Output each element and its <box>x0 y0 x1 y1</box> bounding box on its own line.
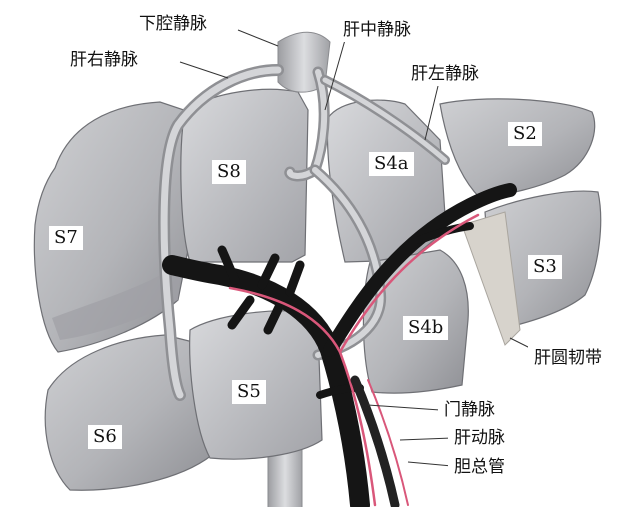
segment-label-s5: S5 <box>232 380 266 404</box>
segment-s2-shape <box>440 99 595 198</box>
segment-label-s6: S6 <box>88 425 122 449</box>
segment-label-s4a: S4a <box>369 152 414 176</box>
label-right-hepatic-vein: 肝右静脉 <box>64 48 144 72</box>
segment-label-s3: S3 <box>528 255 562 279</box>
segment-label-s4b: S4b <box>403 316 448 340</box>
label-middle-hepatic-vein: 肝中静脉 <box>337 18 417 42</box>
label-inferior-vena-cava: 下腔静脉 <box>133 12 213 36</box>
segment-label-s8: S8 <box>212 160 246 184</box>
segment-label-s2: S2 <box>508 122 542 146</box>
label-portal-vein: 门静脉 <box>438 398 501 422</box>
label-common-bile-duct: 胆总管 <box>448 455 511 479</box>
label-round-ligament: 肝圆韧带 <box>528 346 608 370</box>
segment-label-s7: S7 <box>49 226 83 250</box>
label-hepatic-artery: 肝动脉 <box>448 426 511 450</box>
segment-s6-shape <box>45 335 212 490</box>
label-left-hepatic-vein: 肝左静脉 <box>405 62 485 86</box>
